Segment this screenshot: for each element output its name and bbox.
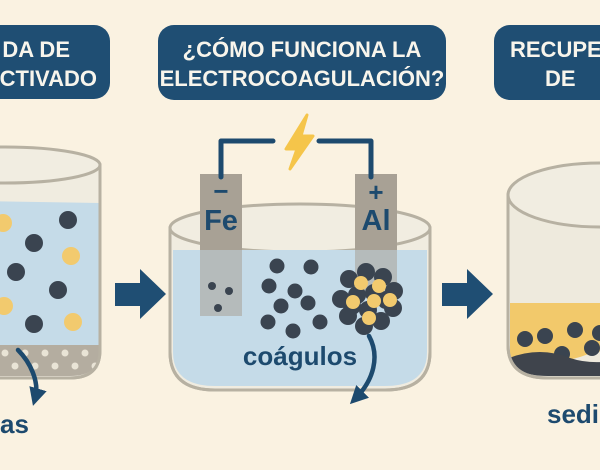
right-panel-title-badge: RECUPE DE [494, 25, 600, 100]
lightning-icon [284, 113, 315, 171]
particle [592, 325, 600, 341]
left-title-line1: DA DE [2, 37, 70, 62]
left-title-line2: ACTIVADO [0, 66, 97, 91]
left-beaker-particles [0, 211, 82, 333]
particle [1, 349, 9, 357]
particle [25, 315, 43, 333]
left-beaker-water [0, 201, 100, 345]
right-caption: sedim [547, 399, 600, 429]
right-beaker [506, 161, 600, 380]
left-down-arrow [15, 347, 47, 406]
electrode-fe [200, 174, 242, 316]
flow-arrow-left [115, 269, 166, 319]
particle [31, 362, 39, 370]
particle [61, 349, 69, 357]
particle [287, 283, 303, 299]
coagulos-caption: coágulos [242, 341, 358, 371]
electrode-fe-polarity: − [213, 176, 229, 206]
particle [59, 211, 77, 229]
particle [51, 362, 59, 370]
electrode-al-polarity: + [368, 177, 384, 207]
particle [354, 276, 368, 290]
particle [71, 362, 79, 370]
right-title-line2: DE [545, 66, 576, 91]
particle [208, 282, 216, 290]
particle [367, 294, 381, 308]
electrode-fe-submerged [200, 250, 242, 316]
particle [362, 311, 376, 325]
particle [567, 322, 583, 338]
particle [340, 270, 358, 288]
particle [273, 298, 289, 314]
electrode-fe-label: Fe [204, 205, 238, 237]
particle [7, 263, 25, 281]
particle [269, 258, 285, 274]
electrode-al-label: Al [361, 205, 391, 237]
particle [383, 293, 397, 307]
particle [537, 328, 553, 344]
particle [214, 304, 222, 312]
wire-right [316, 138, 374, 180]
particle [0, 214, 12, 232]
middle-beaker [168, 174, 432, 405]
particle [346, 295, 360, 309]
middle-beaker-outline [168, 228, 432, 392]
particle [312, 314, 328, 330]
electrode-bubbles [208, 282, 233, 312]
particle [64, 313, 82, 331]
left-beaker [0, 145, 102, 406]
middle-title-line1: ¿CÓMO FUNCIONA LA [182, 37, 422, 62]
right-beaker-dark-sediment [509, 350, 600, 376]
middle-down-arrow [349, 333, 377, 405]
particle [41, 349, 49, 357]
particle [300, 295, 316, 311]
particle [49, 281, 67, 299]
right-beaker-outline [506, 195, 600, 380]
particle [11, 362, 19, 370]
particle [25, 234, 43, 252]
particle [62, 247, 80, 265]
particle [584, 340, 600, 356]
left-panel-title-badge: DA DE ACTIVADO [0, 25, 110, 99]
particle [260, 314, 276, 330]
left-beaker-outline [69, 165, 102, 380]
floc-cluster [332, 263, 403, 335]
particle [261, 278, 277, 294]
particle [0, 297, 13, 315]
right-beaker-yellow-layer [510, 303, 600, 363]
particle [285, 323, 301, 339]
flow-arrow-right [442, 269, 493, 319]
particle [225, 287, 233, 295]
wire-left [218, 138, 276, 180]
left-caption: as [0, 409, 29, 439]
middle-title-line2: ELECTROCOAGULACIÓN? [159, 66, 445, 91]
particle [372, 312, 390, 330]
right-title-line1: RECUPE [510, 37, 600, 62]
particle [81, 349, 89, 357]
particle [517, 331, 533, 347]
middle-particles [260, 258, 328, 339]
particle [372, 279, 386, 293]
middle-panel-title-badge: ¿CÓMO FUNCIONA LA ELECTROCOAGULACIÓN? [158, 25, 446, 100]
particle [303, 259, 319, 275]
